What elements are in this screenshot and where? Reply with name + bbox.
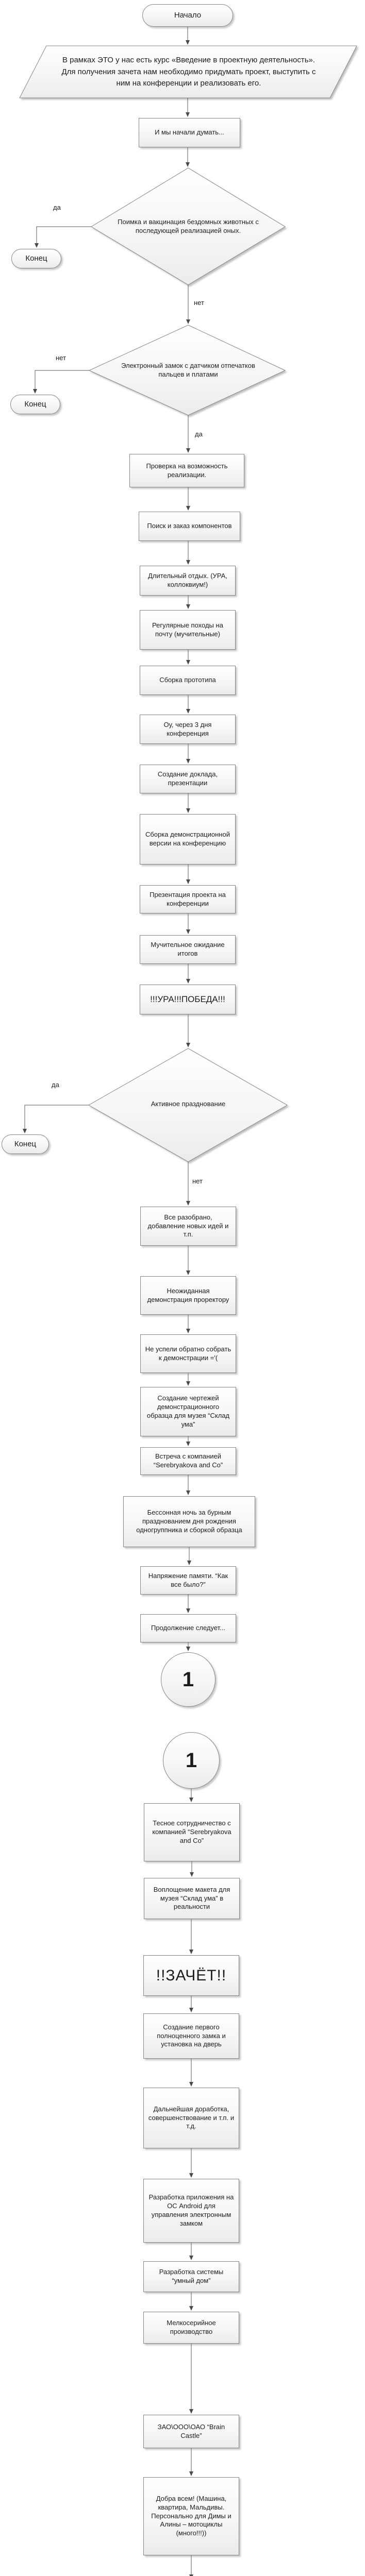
decision-celebration-label: Активное празднование [151,1099,226,1108]
process-smart-home: Разработка системы “умный дом” [143,2261,239,2292]
process-rest: Длительный отдых. (УРА, коллоквиум!) [140,566,236,596]
process-new-ideas: Все разобрано, добавление новых идей и т… [140,1207,236,1246]
process-meeting: Встреча с компанией “Serebryakova and Co… [140,1447,236,1475]
process-memory: Напряжение памяти. “Как все было?” [140,1566,236,1595]
connector-in-circle: 1 [163,1732,220,1789]
process-conference-soon: Оу, через 3 дня конференция [140,715,236,744]
process-post-office: Регулярные походы на почту (мучительные) [140,610,236,650]
process-goods: Добра всем! (Машина, квартира, Мальдивы.… [143,2477,239,2555]
process-first-lock: Создание первого полноценного замка и ус… [143,2013,239,2059]
process-production: Мелкосерийное производство [143,2312,239,2344]
process-passed: !!ЗАЧЁТ!! [143,1955,239,1996]
process-cooperation: Тесное сотрудничество с компанией “Sereb… [144,1803,240,1861]
intro-io-label: В рамках ЭТО у нас есть курс «Введение в… [61,56,316,88]
edge-label-yes-3: да [52,1081,59,1089]
edge-label-no-3: нет [192,1177,203,1185]
process-demo-version: Сборка демонстрационной версии на конфер… [140,814,236,865]
process-feasibility: Проверка на возможность реализации. [129,454,244,487]
intro-parallelogram [19,45,357,98]
process-components: Поиск и заказ компонентов [139,512,240,541]
process-android-app: Разработка приложения на ОС Android для … [143,2179,239,2243]
process-waiting: Мучительное ожидание итогов [140,935,236,964]
connector-6 [33,370,89,394]
process-museum-layout: Воплощение макета для музея “Склад ума” … [144,1878,240,1919]
process-think: И мы начали думать... [139,118,240,147]
process-rector-demo: Неожиданная демонстрация проректору [140,1276,236,1315]
end-terminator-1: Конец [11,249,61,268]
edge-label-no-2: нет [56,354,66,362]
start-terminator: Начало [142,4,233,27]
process-company: ЗАО\ООО\ОАО “Brain Castle” [143,2415,239,2448]
edge-label-yes-1: да [53,204,61,211]
process-victory: !!!УРА!!!ПОБЕДА!!! [140,985,236,1014]
process-sleepless-night: Бессонная ночь за бурным празднованием д… [123,1496,255,1547]
connector-out-circle: 1 [161,1652,215,1707]
process-prototype: Сборка прототипа [140,666,236,695]
decision-lock-label: Электронный замок с датчиком отпечатков … [121,362,255,378]
end-terminator-2: Конец [10,395,60,414]
connector-4 [35,226,91,248]
end-terminator-3: Конец [2,1134,49,1154]
process-blueprints: Создание чертежей демонстрационного обра… [140,1387,236,1436]
process-not-reassembled: Не успели обратно собрать к демонстрации… [140,1334,236,1373]
process-report: Создание доклада, презентации [140,765,236,793]
process-refinement: Дальнейшая доработка, совершенствование … [143,2088,239,2148]
connector-19 [23,1105,89,1133]
edge-label-yes-2: да [195,430,203,438]
process-presentation: Презентация проекта на конференции [140,885,236,913]
decision-animals-label: Поимка и вакцинация бездомных животных с… [118,218,259,234]
process-to-be-continued-1: Продолжение следует... [140,1614,236,1642]
edge-label-no-1: нет [194,299,204,307]
